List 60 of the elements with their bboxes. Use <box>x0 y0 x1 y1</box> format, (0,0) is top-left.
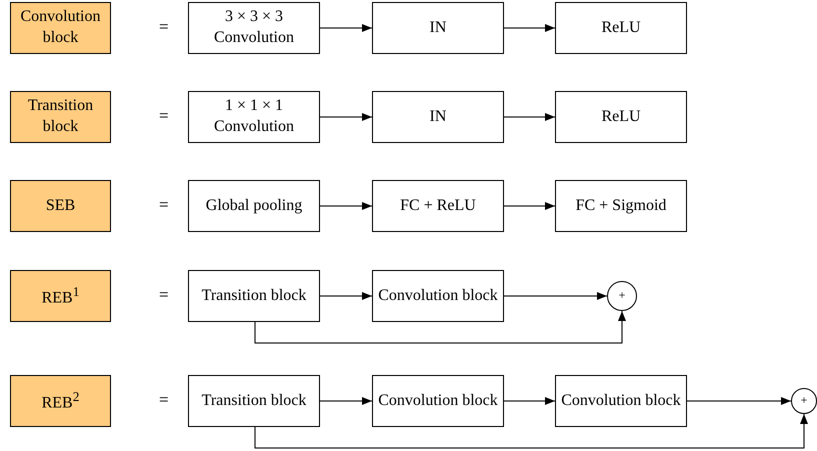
equals-sign: = <box>159 285 169 305</box>
process-box <box>372 91 504 143</box>
node-text: ReLU <box>601 106 641 127</box>
sum-circle <box>791 388 817 414</box>
arrow <box>254 414 808 448</box>
arrow <box>320 202 372 210</box>
arrow <box>320 24 372 32</box>
process-box <box>372 375 504 427</box>
node-text: + <box>800 393 808 409</box>
node-text: Global pooling <box>206 196 302 216</box>
arrow <box>320 292 372 300</box>
arrow <box>320 397 372 405</box>
process-box <box>188 270 320 322</box>
arrow <box>504 292 608 300</box>
equals-sign: = <box>159 106 169 126</box>
node-text: Convolution block <box>378 390 498 411</box>
process-box <box>372 2 504 54</box>
sum-circle <box>607 281 637 311</box>
node-text: + <box>618 288 626 304</box>
process-box <box>372 270 504 322</box>
node-text: 3 × 3 × 3 Convolution <box>212 7 295 48</box>
process-box <box>188 180 320 232</box>
block-label-box <box>10 375 111 427</box>
block-label-box <box>10 270 111 322</box>
equals-sign: = <box>159 195 169 215</box>
node-text: FC + Sigmoid <box>576 196 666 216</box>
node-text: ReLU <box>601 18 641 38</box>
node-text: Convolution block <box>19 7 102 48</box>
node-text: Transition block <box>26 96 94 137</box>
process-box <box>188 375 320 427</box>
arrow <box>504 202 556 210</box>
node-text: REB$^{1}$ <box>42 282 80 308</box>
node-text: Convolution block <box>561 390 681 411</box>
arrow <box>504 113 556 121</box>
arrow <box>504 397 556 405</box>
process-box <box>188 2 320 54</box>
node-text: REB$^{2}$ <box>42 388 80 414</box>
node-text: Transition block <box>202 286 306 306</box>
arrow <box>686 397 792 405</box>
node-text: FC + ReLU <box>400 196 476 216</box>
process-box <box>555 2 687 54</box>
arrow <box>254 310 626 344</box>
process-box <box>188 91 320 143</box>
block-label-box <box>10 2 111 54</box>
equals-sign: = <box>159 390 169 410</box>
node-text: IN <box>430 106 446 127</box>
node-text: Transition block <box>202 390 306 411</box>
process-box <box>555 91 687 143</box>
node-text: 1 × 1 × 1 Convolution <box>212 96 295 137</box>
block-label-box <box>10 180 111 232</box>
arrow <box>320 113 372 121</box>
process-box <box>555 375 687 427</box>
node-text: IN <box>430 18 446 38</box>
block-label-box <box>10 91 111 143</box>
process-box <box>555 180 687 232</box>
process-box <box>372 180 504 232</box>
equals-sign: = <box>159 17 169 37</box>
arrow <box>504 24 556 32</box>
node-text: Convolution block <box>378 286 498 306</box>
node-text: SEB <box>46 196 76 216</box>
